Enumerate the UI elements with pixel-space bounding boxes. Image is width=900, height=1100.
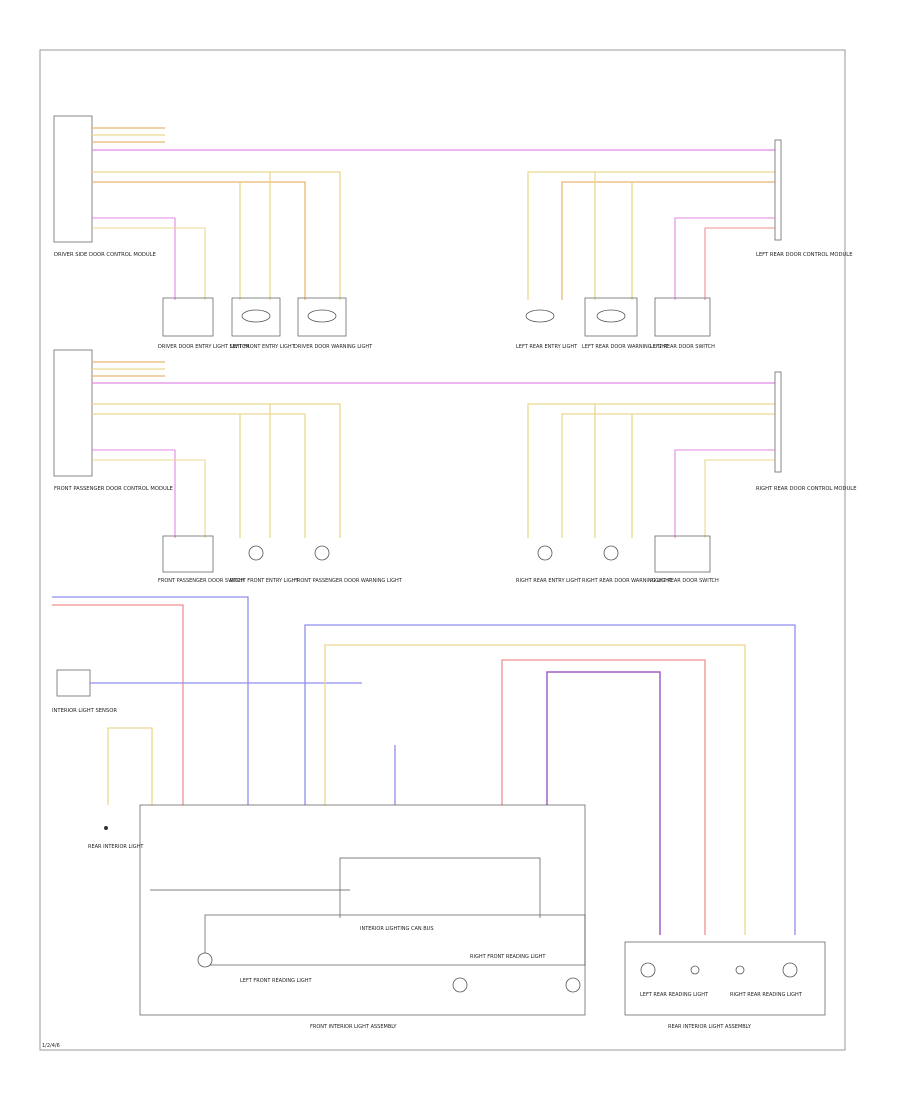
driver-door-switch-box	[162, 297, 214, 337]
label-driver-module: DRIVER SIDE DOOR CONTROL MODULE	[54, 252, 156, 258]
yellow-bus-left-2b	[92, 413, 306, 538]
rear-lamp-1-symbol	[640, 962, 656, 978]
blue-loop-wire	[304, 624, 796, 935]
wire-switch-feed	[674, 449, 775, 538]
rear-light-wire	[107, 727, 153, 805]
label-right-rear-switch: RIGHT REAR DOOR SWITCH	[650, 578, 719, 584]
label-front-left-reading: LEFT FRONT READING LIGHT	[240, 978, 313, 984]
section-2: FRONT PASSENGER DOOR CONTROL MODULE FRON…	[53, 349, 856, 584]
front-assembly-box	[139, 804, 586, 1016]
interior-sensor-box	[56, 669, 91, 697]
wire-switch-feed	[704, 459, 775, 538]
left-rear-module-stub	[774, 139, 782, 241]
red-feed-wire	[52, 604, 184, 805]
label-left-front-entry: LEFT FRONT ENTRY LIGHT	[230, 344, 296, 350]
orange-bus-left-1	[92, 181, 306, 300]
yellow-bus-right-1	[527, 171, 775, 300]
label-rear-right-reading: RIGHT REAR READING LIGHT	[730, 992, 803, 998]
diagram-frame	[39, 49, 846, 1051]
passenger-warning-symbol	[314, 545, 330, 561]
rear-lamp-3-symbol	[735, 965, 745, 975]
left-rear-warning-box	[584, 297, 638, 337]
label-passenger-warning: FRONT PASSENGER DOOR WARNING LIGHT	[294, 578, 403, 584]
label-rear-interior-light: REAR INTERIOR LIGHT	[88, 844, 144, 850]
label-rear-assembly: REAR INTERIOR LIGHT ASSEMBLY	[668, 1024, 752, 1030]
label-right-rear-module: RIGHT REAR DOOR CONTROL MODULE	[756, 486, 856, 492]
label-can-bus: INTERIOR LIGHTING CAN BUS	[360, 926, 434, 932]
label-passenger-switch: FRONT PASSENGER DOOR SWITCH	[158, 578, 245, 584]
left-front-entry-box	[231, 297, 281, 337]
wire-switch-feed	[704, 227, 775, 300]
label-right-rear-entry: RIGHT REAR ENTRY LIGHT	[516, 578, 582, 584]
rear-interior-light-dot	[104, 826, 108, 830]
violet-loop-wire	[546, 671, 661, 935]
yellow-bus-left-1	[92, 171, 341, 300]
driver-warning-box	[297, 297, 347, 337]
right-rear-entry-symbol	[537, 545, 553, 561]
label-left-rear-switch: LEFT REAR DOOR SWITCH	[650, 344, 715, 350]
left-rear-entry-symbol	[525, 309, 555, 323]
yellow-loop-wire	[324, 644, 746, 935]
right-rear-warning-symbol	[603, 545, 619, 561]
wire-switch-feed	[674, 217, 775, 300]
label-passenger-module: FRONT PASSENGER DOOR CONTROL MODULE	[54, 486, 173, 492]
wire-switch-feed	[92, 449, 176, 538]
right-front-entry-symbol	[248, 545, 264, 561]
front-right-lamp-symbol	[565, 977, 581, 993]
wire-switch-feed	[92, 227, 206, 300]
red-loop-wire	[501, 659, 706, 935]
front-left-lamp-symbol	[197, 952, 213, 968]
lamp-symbol	[596, 309, 626, 323]
rear-assembly-box	[624, 941, 826, 1016]
passenger-switch-box	[162, 535, 214, 573]
yellow-bus-right-2	[527, 403, 775, 538]
label-interior-sensor: INTERIOR LIGHT SENSOR	[52, 708, 117, 714]
driver-door-module-box	[53, 115, 93, 243]
wire-switch-feed	[92, 217, 176, 300]
label-front-assembly: FRONT INTERIOR LIGHT ASSEMBLY	[310, 1024, 397, 1030]
label-right-front-entry: RIGHT FRONT ENTRY LIGHT	[230, 578, 300, 584]
left-rear-switch-box	[654, 297, 711, 337]
blue-feed-wire	[52, 596, 249, 805]
passenger-door-module-box	[53, 349, 93, 477]
can-bus-box	[339, 857, 541, 918]
label-front-right-reading: RIGHT FRONT READING LIGHT	[470, 954, 546, 960]
label-driver-switch: DRIVER DOOR ENTRY LIGHT SWITCH	[158, 344, 249, 350]
yellow-bus-right-2b	[561, 413, 775, 538]
internal-module	[204, 914, 586, 966]
rear-lamp-4-symbol	[782, 962, 798, 978]
label-left-rear-entry: LEFT REAR ENTRY LIGHT	[516, 344, 578, 350]
wire-switch-feed	[92, 459, 206, 538]
label-right-rear-warning: RIGHT REAR DOOR WARNING LIGHT	[582, 578, 673, 584]
yellow-bus-left-2	[92, 403, 341, 538]
right-rear-switch-box	[654, 535, 711, 573]
front-center-lamp-symbol	[452, 977, 468, 993]
label-rear-left-reading: LEFT REAR READING LIGHT	[640, 992, 709, 998]
label-left-rear-module: LEFT REAR DOOR CONTROL MODULE	[756, 252, 852, 258]
right-rear-module-stub	[774, 371, 782, 473]
lamp-symbol	[307, 309, 337, 323]
section-1: DRIVER SIDE DOOR CONTROL MODULE DRIVER D…	[53, 115, 852, 350]
rear-lamp-2-symbol	[690, 965, 700, 975]
page-id: 1/2/4/6	[42, 1043, 60, 1049]
lamp-symbol	[241, 309, 271, 323]
label-driver-warning: DRIVER DOOR WARNING LIGHT	[294, 344, 373, 350]
section-3: INTERIOR LIGHT SENSOR REAR INTERIOR LIGH…	[52, 596, 826, 1030]
label-left-rear-warning: LEFT REAR DOOR WARNING LIGHT	[582, 344, 669, 350]
orange-bus-right-1	[561, 181, 775, 300]
